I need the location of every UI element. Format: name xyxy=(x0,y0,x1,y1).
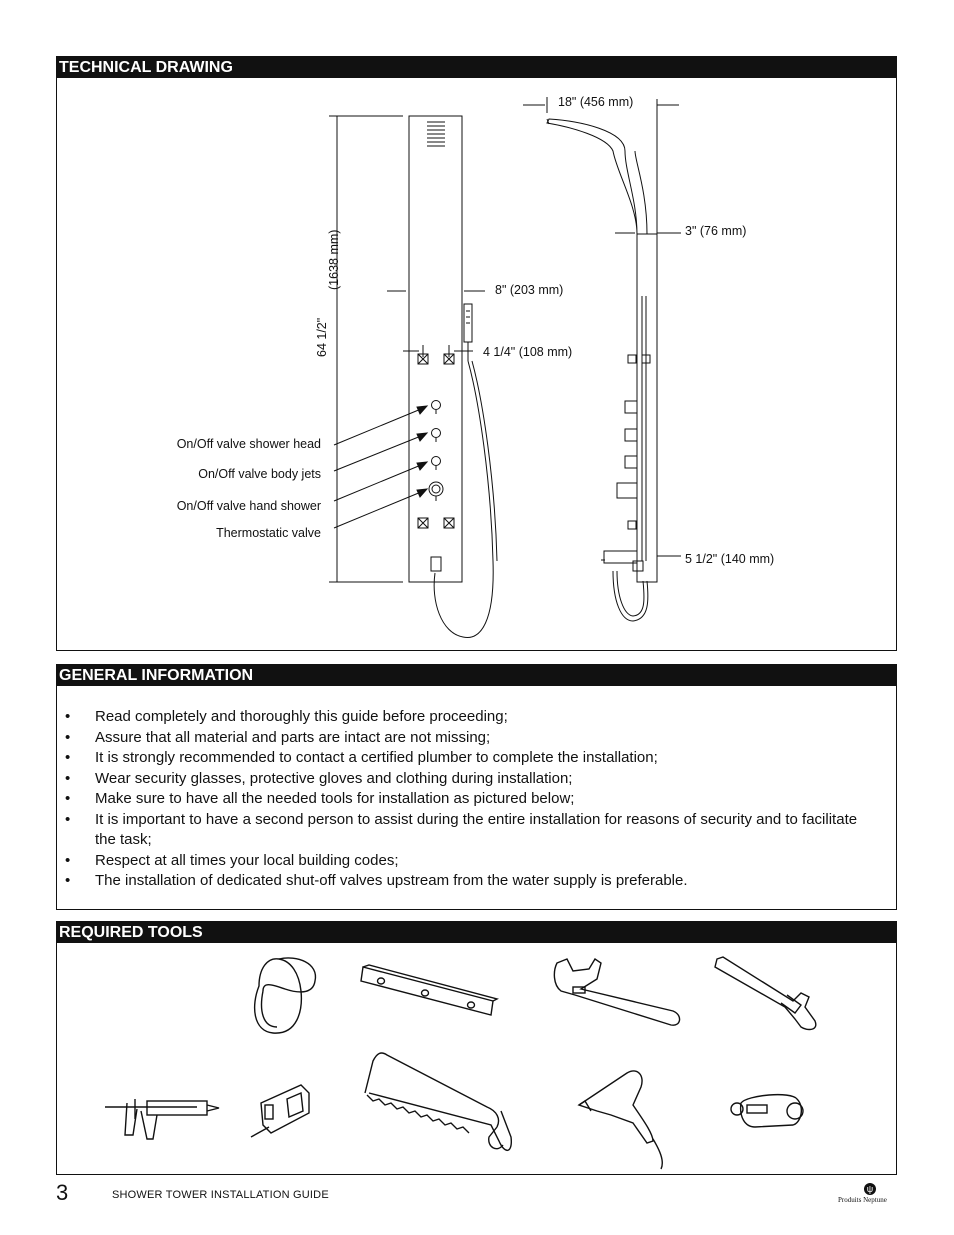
list-item: Respect at all times your local building… xyxy=(65,851,865,872)
required-tools-heading: REQUIRED TOOLS xyxy=(57,922,896,943)
footer-title: SHOWER TOWER INSTALLATION GUIDE xyxy=(112,1189,329,1201)
rain-head-arm xyxy=(546,118,638,235)
hacksaw-icon xyxy=(364,1052,513,1151)
drill-icon xyxy=(577,1070,663,1170)
level-icon xyxy=(360,964,499,1016)
panel-width-label: 8" (203 mm) xyxy=(495,283,564,297)
valve-knob-icon xyxy=(431,400,441,410)
list-item: It is important to have a second person … xyxy=(65,810,865,851)
list-item: Make sure to have all the needed tools f… xyxy=(65,789,865,810)
body-jet-icon xyxy=(443,517,455,529)
general-information-heading: GENERAL INFORMATION xyxy=(57,665,896,686)
required-tools-section: REQUIRED TOOLS xyxy=(56,921,897,1175)
head-width-label: 18" (456 mm) xyxy=(558,95,634,109)
side-jet-icon xyxy=(627,354,637,364)
list-item: The installation of dedicated shut-off v… xyxy=(65,871,865,892)
front-panel xyxy=(408,115,463,583)
valve-knob-icon xyxy=(431,456,441,466)
panel-depth-label: 3" (76 mm) xyxy=(685,224,747,238)
callout-thermostatic: Thermostatic valve xyxy=(216,526,321,540)
shower-tower-drawing xyxy=(329,97,681,638)
side-thermostat-icon xyxy=(616,482,638,499)
pipe-cutter-icon xyxy=(730,1094,804,1128)
base-depth-label: 5 1/2" (140 mm) xyxy=(685,552,775,566)
shower-head-grid-icon xyxy=(427,121,445,147)
callout-hand-shower: On/Off valve hand shower xyxy=(176,499,321,513)
page-number: 3 xyxy=(56,1180,69,1205)
trident-icon: ψ xyxy=(864,1183,876,1195)
callout-shower-head: On/Off valve shower head xyxy=(176,437,321,451)
list-item: Read completely and thoroughly this guid… xyxy=(65,707,865,728)
adjustable-wrench-icon xyxy=(553,958,681,1026)
brand-logo: ψ Produits Neptune xyxy=(838,1183,902,1207)
list-item: It is strongly recommended to contact a … xyxy=(65,748,865,769)
brand-name: Produits Neptune xyxy=(838,1196,887,1204)
jet-spacing-label: 4 1/4" (108 mm) xyxy=(483,345,573,359)
technical-drawing-section: TECHNICAL DRAWING xyxy=(56,56,897,651)
list-item: Assure that all material and parts are i… xyxy=(65,728,865,749)
valve-knob-icon xyxy=(431,428,441,438)
height-mm-label: (1638 mm) xyxy=(327,229,341,290)
side-panel xyxy=(636,233,658,583)
list-item: Wear security glasses, protective gloves… xyxy=(65,769,865,790)
thermostatic-knob-icon xyxy=(428,481,444,497)
side-valve-icon xyxy=(624,400,638,414)
side-base-spout xyxy=(603,550,638,564)
tape-roll-icon xyxy=(253,957,317,1034)
caulking-gun-icon xyxy=(105,1099,220,1140)
hose-connector-icon xyxy=(430,556,442,572)
pipe-wrench-icon xyxy=(714,956,817,1031)
technical-drawing-heading: TECHNICAL DRAWING xyxy=(57,57,896,78)
tools-illustration xyxy=(105,956,817,1170)
general-information-list: Read completely and thoroughly this guid… xyxy=(65,707,865,892)
tape-measure-icon xyxy=(250,1084,310,1138)
body-jet-icon xyxy=(417,517,429,529)
callout-body-jets: On/Off valve body jets xyxy=(198,467,321,481)
general-information-section: GENERAL INFORMATION Read completely and … xyxy=(56,664,897,910)
